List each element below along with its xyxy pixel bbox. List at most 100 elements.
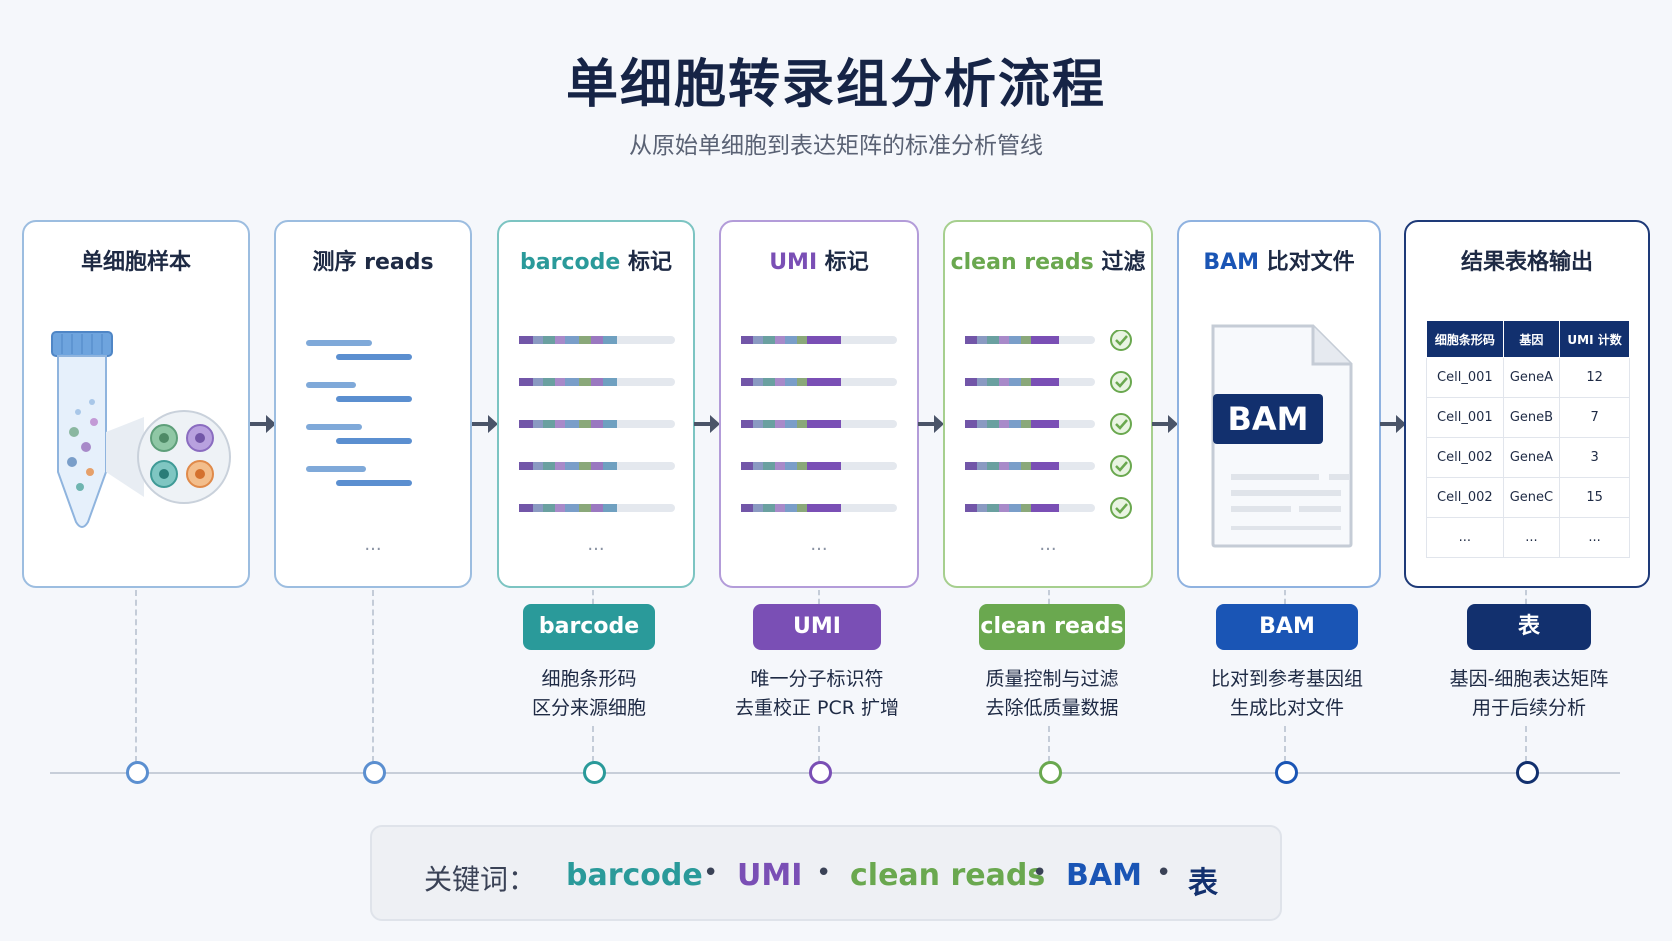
keyword-separator: •	[703, 858, 719, 888]
arrow-icon	[250, 415, 276, 433]
description-line: 去重校正 PCR 扩增	[734, 697, 899, 719]
table-cell: Cell_001	[1426, 397, 1504, 438]
card-title: clean reads 过滤	[945, 244, 1151, 276]
description-line: 用于后续分析	[1471, 697, 1586, 719]
timeline-node	[583, 761, 606, 784]
description-line: 质量控制与过滤	[985, 668, 1119, 690]
bam-file-label: BAM	[1213, 394, 1323, 444]
keyword-table: 表	[1188, 866, 1218, 901]
table-cell: 15	[1559, 477, 1630, 518]
keyword-clean-reads: clean reads	[850, 858, 1046, 893]
card-title: barcode 标记	[499, 244, 693, 276]
table-badge: 表	[1467, 604, 1591, 650]
clean-reads-keyword: clean reads	[950, 250, 1094, 275]
connector-line	[1525, 590, 1527, 604]
arrow-icon	[694, 415, 720, 433]
table-description: 基因-细胞表达矩阵 用于后续分析	[1409, 665, 1649, 723]
table-row: Cell_001 GeneA 12	[1426, 357, 1630, 398]
keywords-box	[370, 825, 1282, 921]
clean-reads-description: 质量控制与过滤 去除低质量数据	[932, 665, 1172, 723]
table-cell: ...	[1426, 517, 1504, 558]
description-line: 基因-细胞表达矩阵	[1449, 668, 1609, 690]
table-header: 细胞条形码	[1426, 320, 1504, 358]
table-cell: GeneB	[1502, 397, 1561, 438]
results-table: 细胞条形码 基因 UMI 计数 Cell_001 GeneA 12 Cell_0…	[1426, 320, 1630, 558]
clean-reads-badge: clean reads	[979, 604, 1125, 650]
connector-line	[1284, 726, 1286, 762]
description-line: 细胞条形码	[541, 668, 637, 690]
description-line: 区分来源细胞	[531, 697, 646, 719]
card-title: BAM 比对文件	[1179, 244, 1379, 276]
bam-description: 比对到参考基因组 生成比对文件	[1167, 665, 1407, 723]
umi-keyword: UMI	[769, 250, 818, 275]
card-title-rest: 比对文件	[1259, 250, 1355, 275]
bam-keyword: BAM	[1203, 250, 1259, 275]
ellipsis: ...	[1039, 534, 1057, 555]
barcode-description: 细胞条形码 区分来源细胞	[469, 665, 709, 723]
keyword-separator: •	[816, 858, 832, 888]
table-header: 基因	[1502, 320, 1561, 358]
card-title: 测序 reads	[312, 250, 434, 275]
connector-line	[372, 590, 374, 762]
keyword-bam: BAM	[1066, 858, 1142, 893]
card-barcode: barcode 标记 ...	[497, 220, 695, 588]
table-cell: GeneA	[1502, 357, 1561, 398]
table-cell: GeneC	[1502, 477, 1561, 518]
description-line: 比对到参考基因组	[1210, 668, 1363, 690]
timeline-node	[809, 761, 832, 784]
reads-icon	[306, 340, 412, 486]
table-cell: Cell_002	[1426, 437, 1504, 478]
timeline-line	[50, 772, 1620, 774]
connector-line	[1525, 726, 1527, 762]
umi-description: 唯一分子标识符 去重校正 PCR 扩增	[697, 665, 937, 723]
table-cell: Cell_001	[1426, 357, 1504, 398]
bam-badge: BAM	[1216, 604, 1358, 650]
page-subtitle: 从原始单细胞到表达矩阵的标准分析管线	[629, 133, 1043, 159]
arrow-icon	[472, 415, 498, 433]
table-header-row: 细胞条形码 基因 UMI 计数	[1426, 320, 1630, 358]
connector-line	[1284, 590, 1286, 604]
umi-reads-icon	[741, 336, 897, 512]
description-line: 去除低质量数据	[985, 697, 1119, 719]
table-row: Cell_002 GeneA 3	[1426, 437, 1630, 478]
connector-line	[135, 590, 137, 762]
timeline-node	[1275, 761, 1298, 784]
keyword-umi: UMI	[737, 858, 803, 893]
barcode-badge: barcode	[523, 604, 655, 650]
card-bam: BAM 比对文件 BAM	[1177, 220, 1381, 588]
connector-line	[592, 590, 594, 604]
timeline-node	[126, 761, 149, 784]
keywords-label: 关键词：	[424, 863, 537, 896]
card-umi: UMI 标记 ...	[719, 220, 919, 588]
table-cell: GeneA	[1502, 437, 1561, 478]
table-row: Cell_001 GeneB 7	[1426, 397, 1630, 438]
card-clean-reads: clean reads 过滤 ...	[943, 220, 1153, 588]
umi-badge: UMI	[753, 604, 881, 650]
table-header: UMI 计数	[1559, 320, 1630, 358]
ellipsis: ...	[810, 534, 828, 555]
card-title-rest: 标记	[620, 250, 672, 275]
connector-line	[818, 726, 820, 762]
keyword-separator: •	[1156, 858, 1172, 888]
ellipsis: ...	[587, 534, 605, 555]
timeline-node	[1039, 761, 1062, 784]
card-title: UMI 标记	[721, 244, 917, 276]
timeline-node	[1516, 761, 1539, 784]
table-cell: Cell_002	[1426, 477, 1504, 518]
timeline-node	[363, 761, 386, 784]
table-cell: ...	[1559, 517, 1630, 558]
card-title-rest: 标记	[817, 250, 869, 275]
table-cell: 3	[1559, 437, 1630, 478]
card-title: 单细胞样本	[80, 250, 191, 275]
keyword-barcode: barcode	[566, 858, 703, 893]
page-title: 单细胞转录组分析流程	[565, 55, 1106, 115]
table-row: ... ... ...	[1426, 517, 1630, 558]
card-title-rest: 过滤	[1093, 250, 1146, 275]
ellipsis: ...	[364, 534, 382, 555]
connector-line	[592, 726, 594, 762]
barcode-reads-icon	[519, 336, 675, 512]
connector-line	[1048, 726, 1050, 762]
barcode-keyword: barcode	[520, 250, 621, 275]
connector-line	[1048, 590, 1050, 604]
arrow-icon	[1152, 415, 1178, 433]
